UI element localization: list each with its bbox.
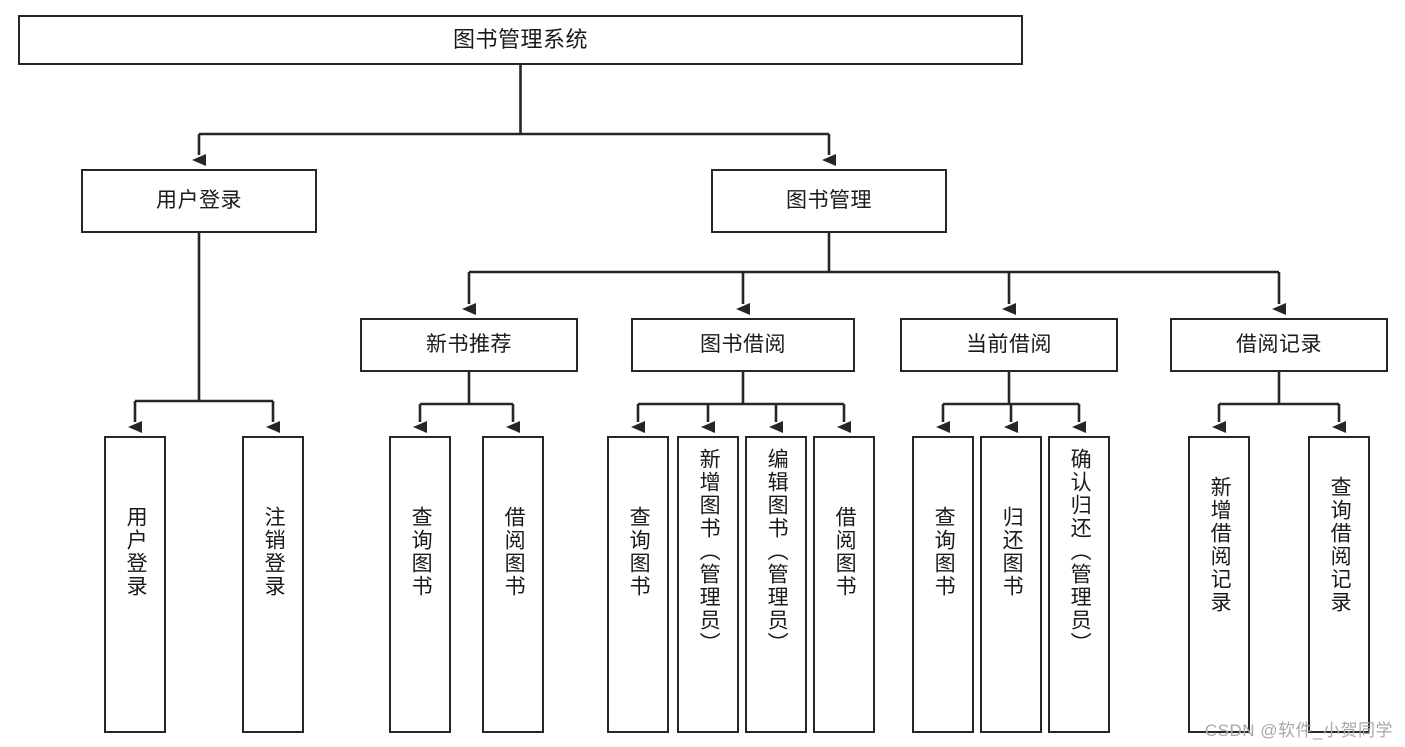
- node-leaf-return-book: 归还图书: [980, 436, 1042, 733]
- node-label: 查询图书: [932, 506, 956, 598]
- node-root: 图书管理系统: [18, 15, 1023, 65]
- node-label: 借阅记录: [1236, 333, 1322, 357]
- watermark-text: CSDN @软件_小贺同学: [1204, 721, 1393, 740]
- node-label: 图书借阅: [700, 333, 786, 357]
- node-label: 查询借阅记录: [1328, 476, 1352, 614]
- node-label: 新增借阅记录: [1208, 476, 1232, 614]
- node-label: 借阅图书: [502, 506, 526, 598]
- node-leaf-query-book-1: 查询图书: [389, 436, 451, 733]
- node-label: 用户登录: [124, 506, 148, 598]
- node-label: 注销登录: [262, 506, 286, 598]
- node-new-book-rec: 新书推荐: [360, 318, 578, 372]
- node-label: 归还图书: [1000, 506, 1024, 598]
- node-leaf-add-record: 新增借阅记录: [1188, 436, 1250, 733]
- node-leaf-edit-book: 编辑图书（管理员）: [745, 436, 807, 733]
- node-current-borrow: 当前借阅: [900, 318, 1118, 372]
- node-label: 查询图书: [627, 506, 651, 598]
- node-leaf-query-record: 查询借阅记录: [1308, 436, 1370, 733]
- node-label: 新增图书（管理员）: [697, 448, 721, 655]
- node-leaf-query-book-2: 查询图书: [607, 436, 669, 733]
- node-user-login: 用户登录: [81, 169, 317, 233]
- node-leaf-query-book-3: 查询图书: [912, 436, 974, 733]
- node-label: 确认归还（管理员）: [1068, 448, 1092, 655]
- node-leaf-logout: 注销登录: [242, 436, 304, 733]
- node-label: 图书管理: [786, 189, 872, 213]
- node-leaf-borrow-book-2: 借阅图书: [813, 436, 875, 733]
- node-leaf-borrow-book-1: 借阅图书: [482, 436, 544, 733]
- node-book-manage: 图书管理: [711, 169, 947, 233]
- node-label: 借阅图书: [833, 506, 857, 598]
- node-label: 当前借阅: [966, 333, 1052, 357]
- node-leaf-confirm-return: 确认归还（管理员）: [1048, 436, 1110, 733]
- node-label: 编辑图书（管理员）: [765, 448, 789, 655]
- node-label: 新书推荐: [426, 333, 512, 357]
- node-borrow-record: 借阅记录: [1170, 318, 1388, 372]
- node-label: 查询图书: [409, 506, 433, 598]
- node-label: 用户登录: [156, 189, 242, 213]
- node-leaf-add-book: 新增图书（管理员）: [677, 436, 739, 733]
- node-leaf-user-login: 用户登录: [104, 436, 166, 733]
- node-book-borrow: 图书借阅: [631, 318, 855, 372]
- node-label: 图书管理系统: [452, 26, 588, 52]
